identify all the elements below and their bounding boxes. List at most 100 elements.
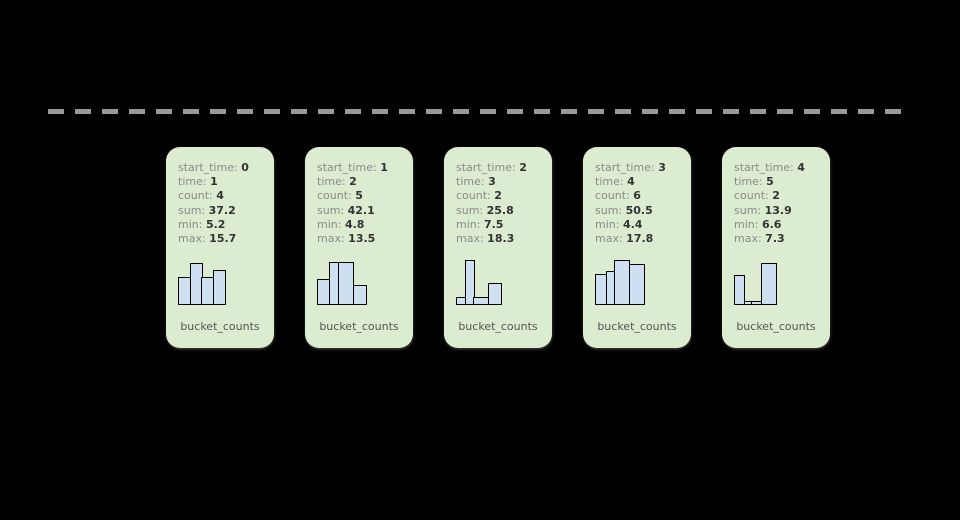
field-key-start-time: start_time: [595, 161, 655, 174]
field-row-max: max: 13.5 [317, 232, 413, 246]
field-value-count: 4 [216, 189, 224, 203]
histogram-bar [734, 275, 745, 305]
field-row-sum: sum: 37.2 [178, 204, 274, 218]
field-value-count: 5 [355, 189, 363, 203]
field-value-sum: 42.1 [347, 203, 375, 217]
field-value-sum: 25.8 [486, 203, 514, 217]
histogram-bar [487, 283, 502, 305]
field-value-start-time: 4 [797, 161, 805, 174]
field-key-min: min: [317, 217, 342, 231]
field-key-sum: sum: [734, 203, 762, 217]
field-key-max: max: [178, 232, 206, 246]
field-key-start-time: start_time: [456, 161, 516, 174]
field-key-time: time: [317, 175, 346, 189]
histogram-bar [212, 270, 226, 305]
field-value-min: 4.8 [344, 217, 365, 231]
field-key-min: min: [456, 217, 481, 231]
field-row-sum: sum: 42.1 [317, 204, 413, 218]
field-value-min: 7.5 [483, 217, 504, 231]
field-row-start-time: start_time: 2 [456, 161, 552, 175]
field-value-max: 13.5 [348, 232, 376, 246]
field-key-sum: sum: [178, 203, 206, 217]
field-row-max: max: 17.8 [595, 232, 691, 246]
field-value-min: 5.2 [205, 217, 226, 231]
field-row-min: min: 5.2 [178, 218, 274, 232]
bucket-counts-histogram [595, 257, 645, 305]
field-key-time: time: [456, 175, 485, 189]
bucket-counts-histogram [734, 257, 777, 305]
field-key-max: max: [317, 232, 345, 246]
bucket-counts-label: bucket_counts [458, 320, 538, 333]
field-key-max: max: [456, 232, 484, 246]
field-key-start-time: start_time: [734, 161, 794, 174]
field-key-time: time: [734, 175, 763, 189]
field-key-sum: sum: [317, 203, 345, 217]
field-key-sum: sum: [595, 203, 623, 217]
bucket-counts-histogram [456, 257, 502, 305]
field-row-count: count: 4 [178, 189, 274, 203]
bucket-counts-label: bucket_counts [597, 320, 677, 333]
field-value-max: 7.3 [765, 232, 785, 246]
field-row-start-time: start_time: 1 [317, 161, 413, 175]
field-row-start-time: start_time: 0 [178, 161, 274, 175]
field-value-count: 6 [633, 189, 641, 203]
histogram-bar [614, 260, 631, 305]
field-key-max: max: [595, 232, 623, 246]
field-key-min: min: [734, 217, 759, 231]
field-key-count: count: [317, 189, 352, 203]
field-value-min: 4.4 [622, 217, 643, 231]
field-value-time: 2 [349, 175, 357, 189]
field-row-count: count: 5 [317, 189, 413, 203]
field-value-sum: 37.2 [208, 203, 236, 217]
dashed-timeline-rule [48, 109, 912, 114]
histogram-bar [464, 260, 475, 305]
field-key-max: max: [734, 232, 762, 246]
field-value-max: 17.8 [626, 232, 654, 246]
field-value-start-time: 1 [380, 161, 388, 174]
field-key-time: time: [178, 175, 207, 189]
field-key-sum: sum: [456, 203, 484, 217]
field-row-max: max: 15.7 [178, 232, 274, 246]
field-row-time: time: 2 [317, 175, 413, 189]
histogram-bar [352, 285, 367, 305]
field-value-time: 4 [627, 175, 635, 189]
field-key-count: count: [595, 189, 630, 203]
field-value-start-time: 2 [519, 161, 527, 174]
field-value-count: 2 [772, 189, 780, 203]
field-row-sum: sum: 50.5 [595, 204, 691, 218]
histogram-bar [628, 264, 645, 305]
field-row-count: count: 2 [456, 189, 552, 203]
field-value-max: 15.7 [209, 232, 237, 246]
bucket-counts-label: bucket_counts [736, 320, 816, 333]
field-value-time: 1 [210, 175, 218, 189]
field-value-start-time: 0 [241, 161, 249, 174]
field-key-count: count: [734, 189, 769, 203]
bucket-counts-histogram [317, 257, 367, 305]
field-row-sum: sum: 25.8 [456, 204, 552, 218]
field-row-count: count: 6 [595, 189, 691, 203]
field-value-time: 5 [766, 175, 774, 189]
field-row-time: time: 1 [178, 175, 274, 189]
histogram-bar [338, 262, 355, 305]
field-row-max: max: 18.3 [456, 232, 552, 246]
field-row-start-time: start_time: 3 [595, 161, 691, 175]
field-value-sum: 13.9 [764, 203, 792, 217]
field-value-start-time: 3 [658, 161, 666, 174]
field-row-min: min: 7.5 [456, 218, 552, 232]
field-row-min: min: 6.6 [734, 218, 830, 232]
field-row-time: time: 5 [734, 175, 830, 189]
field-key-count: count: [178, 189, 213, 203]
field-row-max: max: 7.3 [734, 232, 830, 246]
field-key-min: min: [595, 217, 620, 231]
